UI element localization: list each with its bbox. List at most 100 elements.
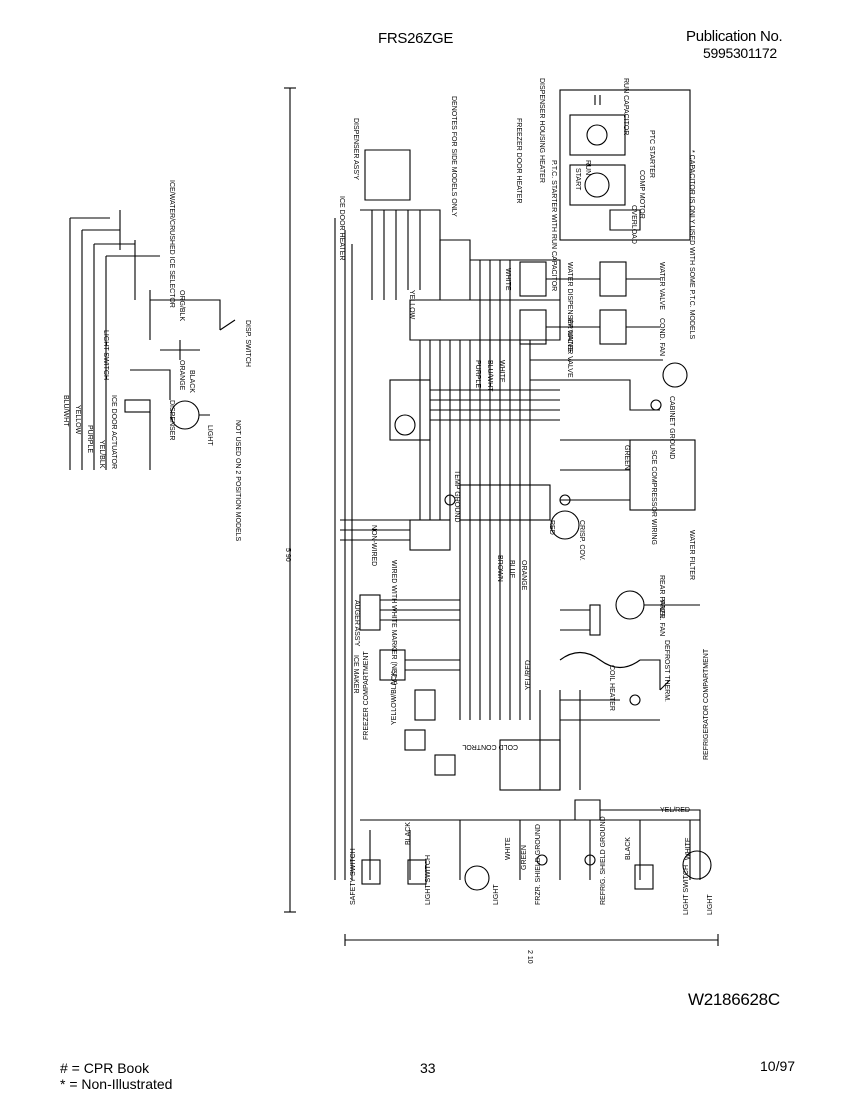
freezer-light-switch [407,859,427,885]
wire-label-yel-red: YEL/RED [525,660,532,690]
wire-label-black-bottom: BLACK [405,822,412,845]
capacitor-note: * CAPACITOR IS ONLY USED WITH SOME P.T.C… [688,150,695,339]
cube-selector-label: ICE/WATER/CRUSHED ICE SELECTOR [168,180,175,308]
ice-maker-label: ICE MAKER [352,655,359,694]
coil-heater-symbol [559,651,641,669]
start-label: START [574,168,581,191]
cabinet-ground-label: CABINET GROUND [668,396,675,459]
run-capacitor-label: RUN CAPACITOR [622,78,629,135]
side-models-note: DENOTES FOR SIDE MODELS ONLY [450,96,457,217]
wire-label-blue: BLUE [508,560,515,579]
wire-label-black: BLACK [188,370,195,393]
ice-valve-label: I/M WATER VALVE [566,318,573,378]
legend-non-illustrated: * = Non-Illustrated [60,1076,173,1092]
freezer-light-label: LIGHT [493,884,500,905]
connector-block-top [439,239,471,301]
ptc-starter-symbol [586,124,608,146]
dispenser-housing-heater-label: DISPENSER HOUSING HEATER [538,78,545,183]
wire-label-purple: PURPLE [86,425,93,453]
water-valve-label: WATER VALVE [658,262,665,310]
control-board [389,379,431,441]
height-dimension: 5 90 [284,548,291,562]
terminal-block [459,484,551,521]
wire-label-white-right: WHITE [685,837,692,860]
refrig-light-switch-label: LIGHT SWITCH [683,865,690,915]
lower-connector [574,799,601,821]
wire-label-white-bottom: WHITE [505,837,512,860]
ice-maker [379,649,406,681]
auger-assy-label: AUGER ASS'Y [353,600,360,647]
wire-label-yel-blk: YEL/BLK [98,440,105,469]
wire-label-yellow: YELLOW [74,405,81,435]
compressor-starter-box [559,89,691,241]
freezer-fan-motor [615,590,645,620]
crisper-cover-fan [550,510,580,540]
refrig-light-label: LIGHT [707,894,714,915]
sce-compressor-box [629,439,696,511]
defrost-therm-label: DEFROST THERM. [663,640,670,702]
freezer-shield-ground [536,854,548,866]
water-dispenser-valve [519,261,547,297]
ice-door-actuator [124,399,151,413]
cabinet-ground-symbol [650,399,662,411]
disp-switch-label: DISP. SWITCH [244,320,251,367]
safety-switch-label: SAFETY SWITCH [350,848,357,905]
wire-label-white-main: WHITE [498,360,505,383]
wire-label-blu-wht: BLU/WHT [62,395,69,427]
ice-valve-2 [599,309,627,345]
light-switch-label-left: LIGHT SWITCH [102,330,109,380]
coil-heater-label: COIL HEATER [608,665,615,711]
wire-label-blu-wht-main: BLU/WHT [486,360,493,392]
legend-cpr-book: # = CPR Book [60,1060,150,1076]
run-label: RUN [584,160,591,175]
sce-label: SCE COMPRESSOR WIRING [650,450,657,545]
ice-maker-wire-label: WIRED WITH WHITE MARKER (NET.7) [390,560,397,685]
temp-ground-label: TEMP GROUND [453,470,460,522]
wire-label-yellow-top: YELLOW [408,290,415,320]
overload-symbol [609,209,641,231]
auger-assy [359,594,381,631]
dispenser-assy-box [364,149,411,201]
wire-label-brown: BROWN [496,555,503,582]
wire-label-org-blk: ORG/BLK [178,290,185,321]
drawing-code: W2186628C [688,990,780,1009]
wire-label-red: RED [548,520,555,535]
publication-date: 10/97 [760,1058,796,1074]
model-number: FRS26ZGE [378,30,454,47]
ice-door-actuator-label: ICE DOOR ACTUATOR [110,395,117,469]
freezer-light-bulb [464,865,490,891]
freezer-door-heater-label: FREEZER DOOR HEATER [515,118,522,203]
ptc-starter-label: P.T.C. STARTER WITH RUN CAPACITOR [550,160,557,291]
ice-water-valve [519,309,547,345]
ptc-label: PTC STARTER [648,130,655,178]
wire-label-purple-main: PURPLE [474,360,481,388]
crisper-label: CRISP. COV. [578,520,585,561]
publication-label: Publication No. [686,28,783,45]
publication-number: 5995301172 [703,45,777,61]
wire-label-orange-main: ORANGE [520,560,527,591]
refrigerator-compartment-label: REFRIGERATOR COMPARTMENT [703,648,710,760]
dispenser-label: DISPENSER [168,400,175,440]
dispenser-bus-wires [69,218,107,470]
comp-motor-symbol [584,172,610,198]
freezer-shield-label: FRZR. SHIELD GROUND [535,824,542,905]
comp-motor-label: COMP MOTOR [638,170,645,219]
non-wired-connector [409,519,451,551]
wire-label-green-right: GREEN [623,445,630,470]
freezer-fan-label: FRZR. FAN [658,600,665,636]
light-label-left: LIGHT [206,425,213,446]
dispenser-assy-label: DISPENSER ASS'Y [352,118,359,180]
page-number: 33 [420,1060,436,1076]
wire-label-orange: ORANGE [178,360,185,391]
condenser-fan-motor [662,362,688,388]
overload-label: OVERLOAD [630,205,637,244]
safety-switch [361,859,381,885]
ice-door-heater-label: ICE DOOR HEATER [338,196,345,260]
non-wired-label: NON-WIRED [370,525,377,566]
water-filter-label: WATER FILTER [688,530,695,580]
freezer-light-switch-label: LIGHT SWITCH [425,855,432,905]
refrig-shield-label: REFRIG. SHIELD GROUND [600,816,607,905]
water-valve [599,261,627,297]
wire-label-white-top: WHITE [504,268,511,291]
